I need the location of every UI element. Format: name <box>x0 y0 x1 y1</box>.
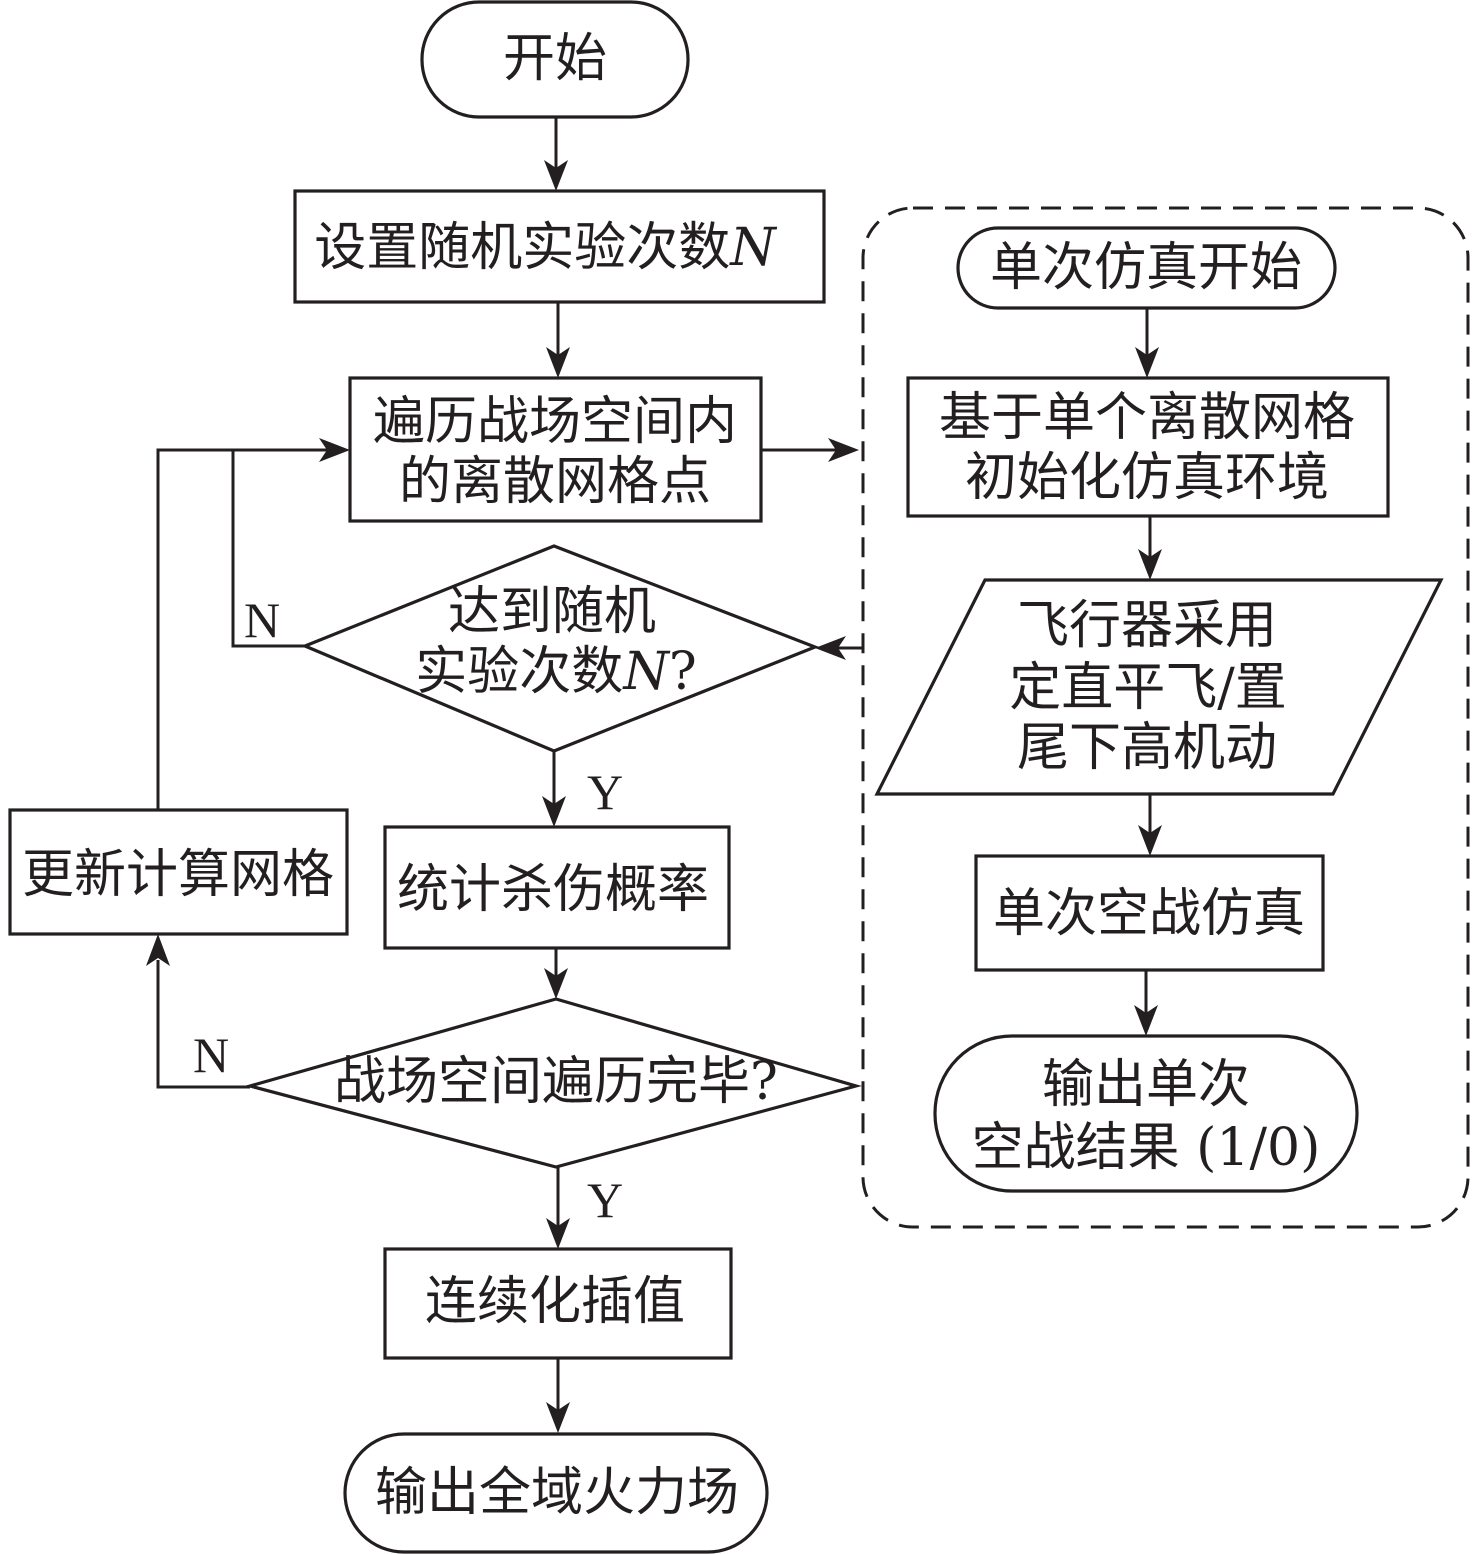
connector-update-to-traverse <box>156 448 330 810</box>
output-result-shape <box>933 1034 1359 1193</box>
arrowhead <box>828 438 859 462</box>
connector-decision-space-no <box>156 960 250 1089</box>
decision-trials-line2: 实验次数N? <box>415 642 696 702</box>
arrowhead <box>546 1218 570 1249</box>
set-trials-box: 设置随机实验次数N <box>293 189 826 304</box>
maneuver-label-line2: 定直平飞/置 <box>1009 658 1287 718</box>
interpolate-label: 连续化插值 <box>425 1272 685 1332</box>
update-grid-box: 更新计算网格 <box>8 808 349 936</box>
single-sim-label: 单次空战仿真 <box>993 884 1305 944</box>
set-trials-shape <box>293 189 826 304</box>
decision-trials-shape <box>300 544 820 753</box>
decision-trials-no-label: N <box>244 592 280 648</box>
decision-trials-text: 实验次数 <box>415 642 623 702</box>
init-env-label-line2: 初始化仿真环境 <box>965 448 1329 508</box>
update-grid-shape <box>8 808 349 936</box>
decision-trials-yes-label: Y <box>587 764 623 820</box>
decision-trials: 达到随机 实验次数N? <box>300 544 820 753</box>
update-grid-label: 更新计算网格 <box>22 845 334 905</box>
start-terminator: 开始 <box>420 0 690 119</box>
arrowhead <box>542 796 566 827</box>
arrowhead <box>1138 549 1162 580</box>
decision-space-yes-label: Y <box>587 1172 623 1228</box>
traverse-label-line2: 的离散网格点 <box>399 452 711 512</box>
set-trials-var: N <box>728 218 777 278</box>
output-field-shape <box>343 1432 769 1554</box>
decision-space-shape <box>243 997 862 1169</box>
output-result-label-line2: 空战结果 (1/0) <box>972 1118 1321 1178</box>
arrowhead <box>1134 1005 1158 1036</box>
set-trials-label: 设置随机实验次数N <box>314 218 777 278</box>
output-result-label-line1: 输出单次 <box>1042 1055 1250 1115</box>
stat-kill-prob-box: 统计杀伤概率 <box>383 825 731 950</box>
sub-process-container <box>861 206 1470 1229</box>
maneuver-label-line3: 尾下高机动 <box>1017 718 1277 778</box>
arrowhead <box>1135 347 1159 378</box>
init-env-label-line1: 基于单个离散网格 <box>939 388 1355 448</box>
single-sim-box: 单次空战仿真 <box>974 854 1325 972</box>
arrowhead <box>546 347 570 378</box>
decision-trials-line1: 达到随机 <box>448 582 656 642</box>
sub-start-terminator: 单次仿真开始 <box>956 226 1337 310</box>
decision-space-label: 战场空间遍历完毕? <box>334 1052 778 1112</box>
connector-decision-trials-no <box>231 450 305 648</box>
interpolate-box: 连续化插值 <box>383 1247 733 1360</box>
arrowhead <box>815 636 846 660</box>
decision-space: 战场空间遍历完毕? <box>243 997 862 1169</box>
set-trials-text: 设置随机实验次数 <box>314 218 730 278</box>
interpolate-shape <box>383 1247 733 1360</box>
traverse-shape <box>348 376 763 523</box>
arrowhead <box>544 968 568 999</box>
arrowhead <box>146 934 170 966</box>
arrowhead <box>544 160 568 191</box>
sub-start-label: 单次仿真开始 <box>990 238 1302 298</box>
stat-kill-prob-shape <box>383 825 731 950</box>
traverse-label-line1: 遍历战场空间内 <box>373 392 737 452</box>
decision-trials-var: N <box>621 642 670 702</box>
maneuver-shape <box>874 578 1444 796</box>
start-label: 开始 <box>503 29 607 89</box>
decision-space-no-label: N <box>193 1027 229 1083</box>
stat-kill-prob-label: 统计杀伤概率 <box>397 860 709 920</box>
decision-trials-suffix: ? <box>669 642 697 702</box>
single-sim-shape <box>974 854 1325 972</box>
arrowhead <box>319 438 350 462</box>
output-result-terminator: 输出单次 空战结果 (1/0) <box>933 1034 1359 1193</box>
maneuver-label-line1: 飞行器采用 <box>1017 596 1277 656</box>
init-env-box: 基于单个离散网格 初始化仿真环境 <box>906 376 1390 518</box>
arrowhead <box>1138 825 1162 856</box>
traverse-box: 遍历战场空间内 的离散网格点 <box>348 376 763 523</box>
output-field-label: 输出全域火力场 <box>375 1463 739 1523</box>
init-env-shape <box>906 376 1390 518</box>
output-field-terminator: 输出全域火力场 <box>343 1432 769 1554</box>
maneuver-io: 飞行器采用 定直平飞/置 尾下高机动 <box>874 578 1444 796</box>
arrowhead <box>546 1402 570 1433</box>
